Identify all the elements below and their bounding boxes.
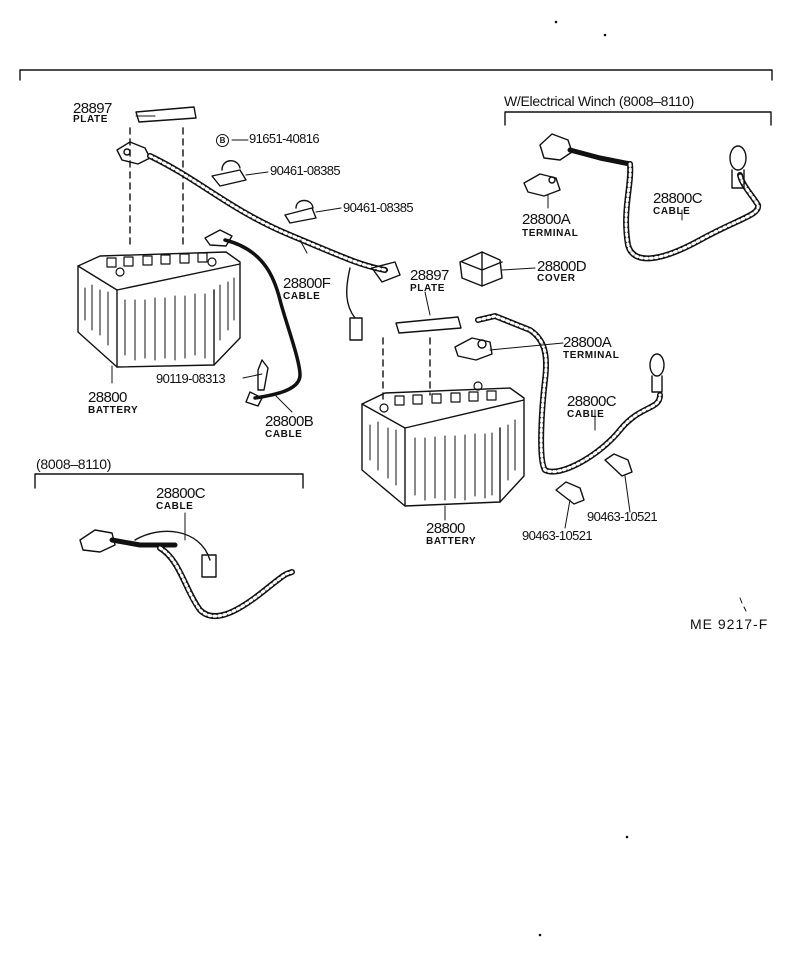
winch-cable-shapes (523, 133, 762, 262)
cover-28800D-description: COVER (537, 273, 576, 284)
cable-28800F-shape (116, 141, 401, 341)
winch-section-header: W/Electrical Winch (8008–8110) (504, 93, 694, 109)
terminal-28800A-description: TERMINAL (563, 350, 620, 361)
winch-cable-28800C-description: CABLE (653, 206, 691, 217)
clamp-shapes (211, 160, 317, 391)
circled-b-marker: B (216, 131, 229, 147)
plate-left-description: PLATE (73, 114, 109, 125)
cable-28800C-mid-part-number: 28800C (567, 393, 617, 410)
plate-right-shape (382, 316, 462, 401)
cover-28800D-shape (459, 251, 503, 287)
plate-right-description: PLATE (410, 283, 446, 294)
terminal-28800A-shape (454, 337, 493, 361)
battery-left-description: BATTERY (88, 405, 139, 416)
clip-left-part-number: 90463-10521 (522, 528, 593, 543)
cable-28800C-bottom-description: CABLE (156, 501, 194, 512)
cover-28800D-part-number: 28800D (537, 258, 587, 275)
clamp-upper-part-number: 90461-08385 (270, 163, 341, 178)
cable-28800F-part-number: 28800F (283, 275, 331, 292)
plate-left-shape (129, 106, 197, 246)
cable-28800C-mid-description: CABLE (567, 409, 605, 420)
range-section-header: (8008–8110) (36, 456, 112, 472)
range-section-bracket (34, 473, 304, 489)
clamp-lower-part-number: 90461-08385 (343, 200, 414, 215)
cable-28800B-description: CABLE (265, 429, 303, 440)
winch-terminal-28800A-description: TERMINAL (522, 228, 579, 239)
cable-28800C-bottom-part-number: 28800C (156, 485, 206, 502)
terminal-28800A-part-number: 28800A (563, 334, 612, 351)
plate-left-part-number: 28897 (73, 100, 112, 117)
cable-28800B-part-number: 28800B (265, 413, 314, 430)
bolt-90119-part-number: 90119-08313 (156, 371, 226, 386)
winch-section-bracket (504, 111, 772, 126)
bolt-91651-part-number: 91651-40816 (249, 131, 320, 146)
battery-right-shape (361, 381, 525, 507)
scan-marks (538, 20, 747, 937)
circled-b-text: B (216, 134, 229, 147)
cable-28800C-bottom-shape (79, 529, 295, 620)
battery-right-description: BATTERY (426, 536, 477, 547)
cable-28800C-mid-shape (475, 313, 665, 475)
clip-shapes (555, 453, 633, 505)
leader-lines (111, 115, 683, 541)
winch-terminal-28800A-part-number: 28800A (522, 211, 571, 228)
clip-right-part-number: 90463-10521 (587, 509, 658, 524)
battery-left-shape (77, 251, 241, 368)
winch-cable-28800C-part-number: 28800C (653, 190, 703, 207)
cable-28800B-shape (204, 229, 302, 407)
cable-28800F-description: CABLE (283, 291, 321, 302)
battery-right-part-number: 28800 (426, 520, 465, 537)
battery-left-part-number: 28800 (88, 389, 127, 406)
figure-code: ME 9217-F (690, 616, 769, 632)
top-frame-bracket (19, 69, 773, 81)
plate-right-part-number: 28897 (410, 267, 449, 284)
